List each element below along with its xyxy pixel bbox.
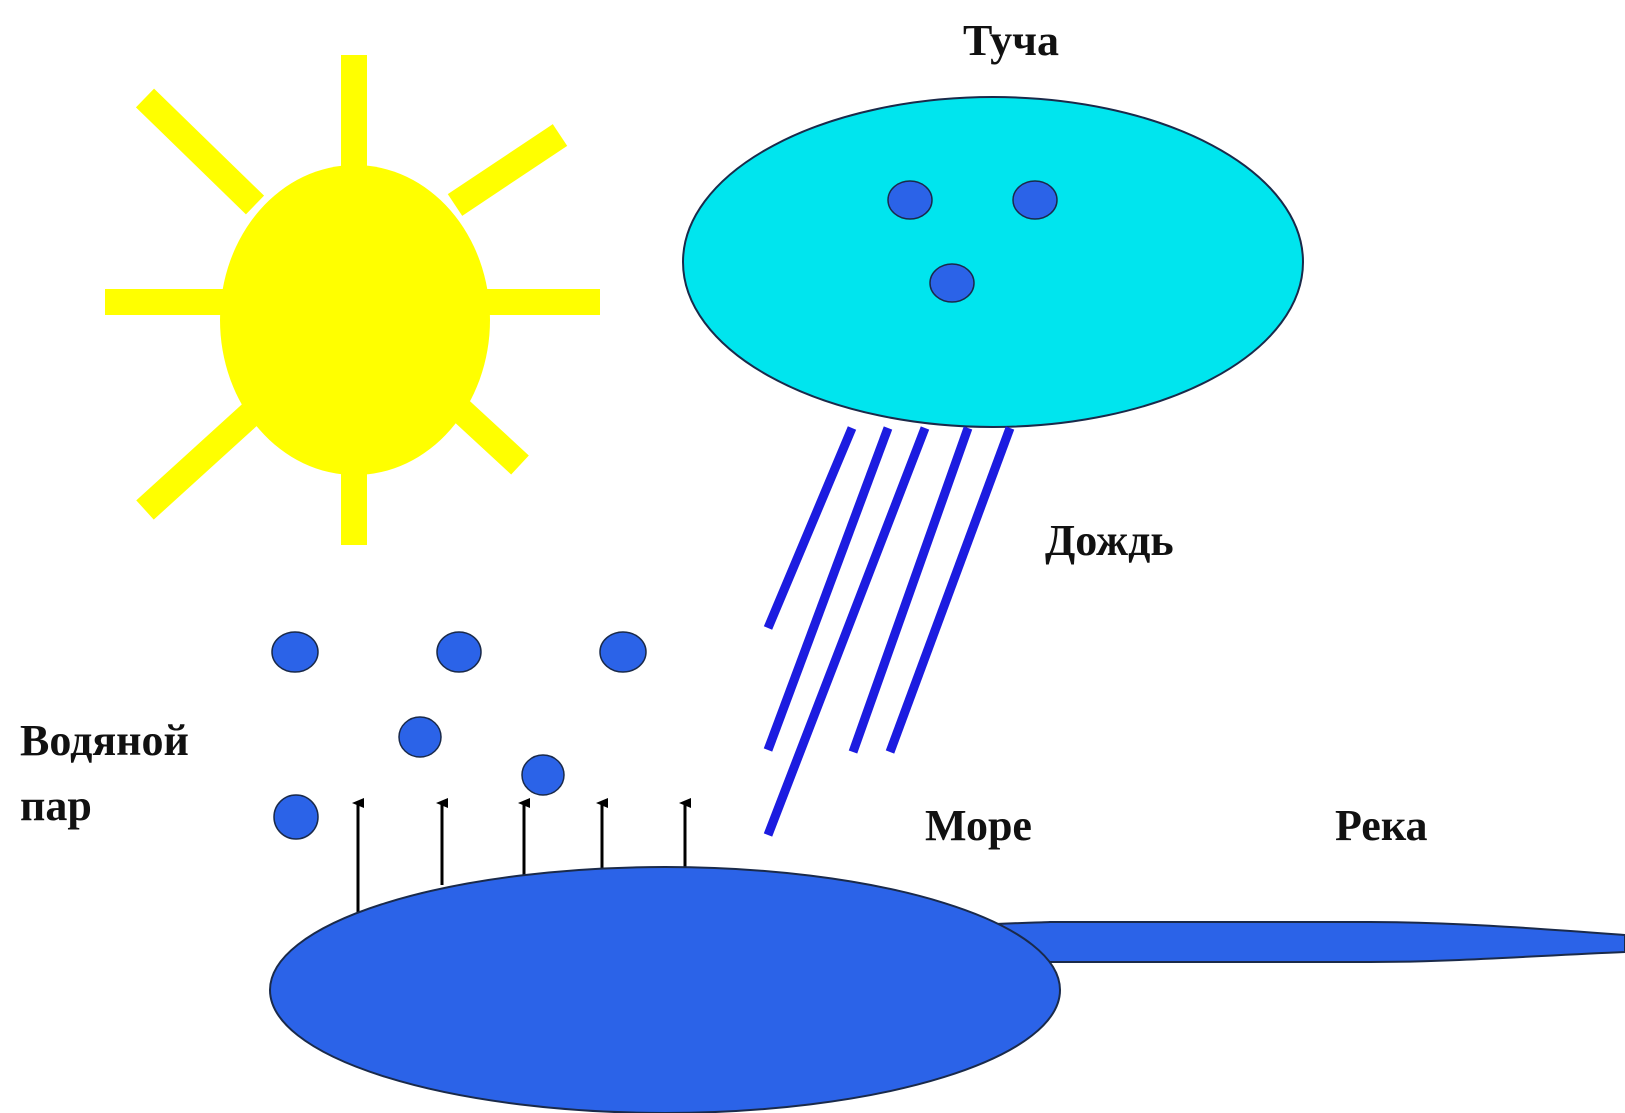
cloud-droplet [1013, 181, 1057, 219]
river-label: Река [1335, 801, 1428, 850]
vapor-droplet [272, 632, 318, 672]
vapor-droplet [522, 755, 564, 795]
vapor-label-line1: Водяной [20, 716, 189, 765]
cloud-label: Туча [963, 16, 1059, 65]
rain-lines [768, 428, 1010, 835]
vapor-droplet [399, 717, 441, 757]
cloud-body [683, 97, 1303, 427]
cloud-droplet [930, 264, 974, 302]
vapor-droplet [600, 632, 646, 672]
vapor-droplets [272, 632, 646, 839]
vapor-droplet [274, 795, 318, 839]
cloud-droplet [888, 181, 932, 219]
vapor-label-line2: пар [20, 781, 92, 830]
sun-disc [220, 165, 490, 475]
sea-label: Море [925, 801, 1032, 850]
sun-icon [105, 55, 600, 545]
cloud-icon [683, 97, 1303, 427]
sea-shape [270, 867, 1060, 1113]
vapor-droplet [437, 632, 481, 672]
rain-label: Дождь [1045, 516, 1174, 565]
